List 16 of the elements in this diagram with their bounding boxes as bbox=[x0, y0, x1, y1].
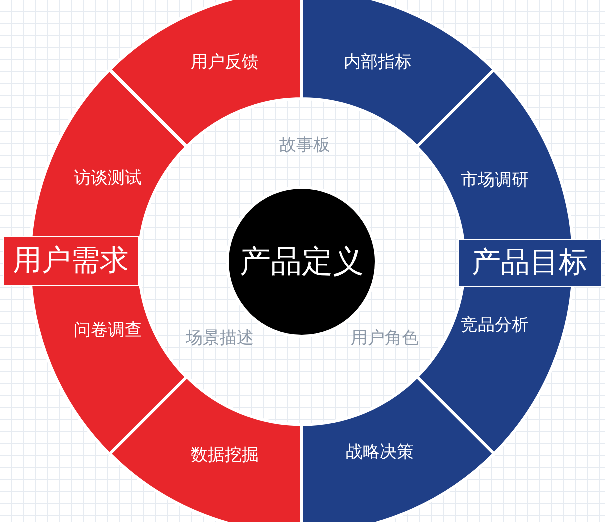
ring-label: 用户角色 bbox=[351, 328, 419, 350]
segment-label: 访谈测试 bbox=[74, 167, 142, 190]
ring-label: 故事板 bbox=[280, 134, 330, 156]
segment-label: 问卷调查 bbox=[74, 320, 142, 342]
category-tag bbox=[4, 237, 138, 285]
segment-label: 竞品分析 bbox=[460, 314, 529, 336]
center-title: 产品定义 bbox=[240, 243, 364, 282]
ring-label: 场景描述 bbox=[186, 328, 254, 350]
category-title: 产品目标 bbox=[472, 244, 588, 281]
category-tag bbox=[459, 240, 601, 286]
segment-label: 市场调研 bbox=[460, 169, 529, 192]
segment-label: 数据挖掘 bbox=[190, 444, 259, 466]
segment-label: 内部指标 bbox=[344, 52, 412, 74]
segment-label: 用户反馈 bbox=[190, 52, 259, 74]
segment-label: 战略决策 bbox=[346, 441, 414, 464]
category-title: 用户需求 bbox=[13, 242, 129, 279]
